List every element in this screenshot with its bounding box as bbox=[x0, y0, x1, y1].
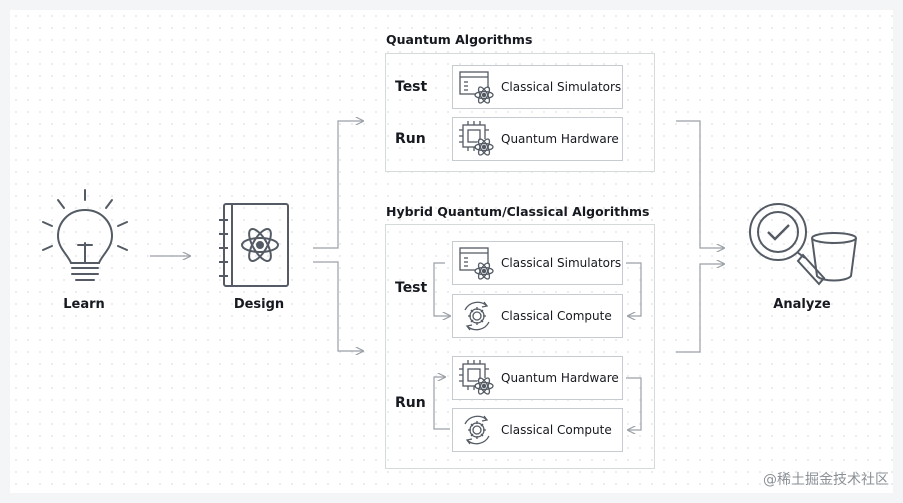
magnifier-bucket-icon bbox=[749, 203, 857, 286]
hybrid-algorithms-box bbox=[385, 224, 655, 469]
notebook-atom-icon bbox=[219, 203, 289, 287]
hybrid-test-classical-compute-card: Classical Compute bbox=[452, 294, 623, 338]
quantum-hardware-card: Quantum Hardware bbox=[452, 117, 623, 161]
hybrid-algorithms-title: Hybrid Quantum/Classical Algorithms bbox=[386, 204, 650, 219]
diagram-canvas bbox=[10, 10, 893, 493]
card-label: Classical Simulators bbox=[501, 80, 622, 94]
card-label: Quantum Hardware bbox=[501, 371, 619, 385]
quantum-algorithms-title: Quantum Algorithms bbox=[386, 32, 533, 47]
quantum-test-label: Test bbox=[395, 79, 428, 95]
card-label: Classical Compute bbox=[501, 423, 612, 437]
quantum-run-label: Run bbox=[395, 131, 426, 147]
hybrid-run-label: Run bbox=[395, 395, 426, 411]
hybrid-classical-simulators-card: Classical Simulators bbox=[452, 241, 623, 285]
chip-atom-icon bbox=[459, 360, 494, 395]
hybrid-quantum-hardware-card: Quantum Hardware bbox=[452, 356, 623, 400]
simulator-window-atom-icon bbox=[459, 71, 494, 104]
hybrid-run-classical-compute-card: Classical Compute bbox=[452, 408, 623, 452]
chip-atom-icon bbox=[459, 121, 494, 156]
card-label: Quantum Hardware bbox=[501, 132, 619, 146]
quantum-algorithms-box bbox=[385, 53, 655, 172]
card-label: Classical Compute bbox=[501, 309, 612, 323]
gear-cycle-icon bbox=[464, 415, 490, 445]
lightbulb-icon bbox=[42, 189, 128, 281]
watermark: @稀土掘金技术社区 bbox=[763, 472, 889, 488]
hybrid-test-label: Test bbox=[395, 280, 428, 296]
card-label: Classical Simulators bbox=[501, 256, 622, 270]
analyze-label: Analyze bbox=[773, 297, 831, 312]
simulator-window-atom-icon bbox=[459, 247, 494, 280]
quantum-classical-simulators-card: Classical Simulators bbox=[452, 65, 623, 109]
gear-cycle-icon bbox=[464, 301, 490, 331]
design-label: Design bbox=[233, 297, 285, 312]
learn-label: Learn bbox=[63, 297, 105, 312]
